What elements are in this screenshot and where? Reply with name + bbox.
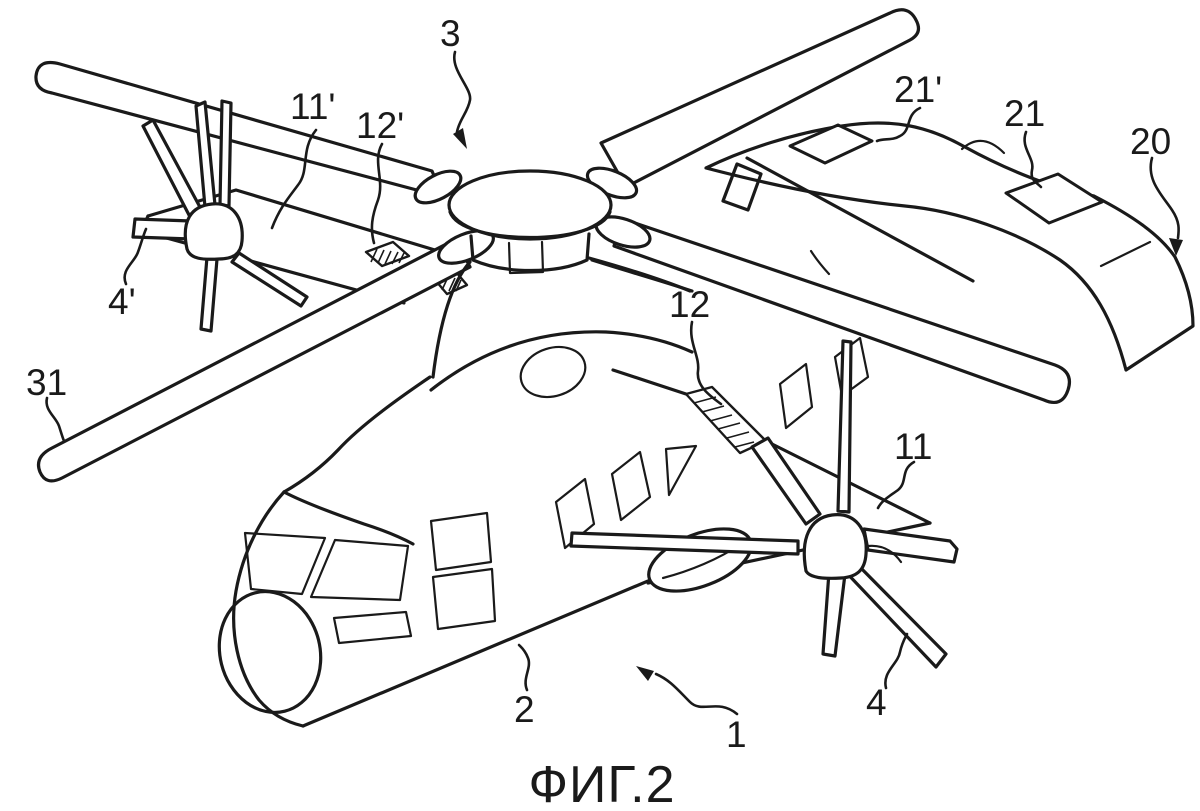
rotor-disk-rim xyxy=(448,210,612,239)
left-propeller xyxy=(131,99,309,333)
leader-4-prime xyxy=(123,227,148,286)
arrowhead-3 xyxy=(453,128,467,149)
label-20: 20 xyxy=(1130,121,1171,162)
label-12: 12 xyxy=(669,284,710,325)
mast-detail xyxy=(507,240,545,275)
label-1: 1 xyxy=(726,714,747,755)
prop-blade xyxy=(218,99,233,208)
pylon-shoulder-line xyxy=(429,330,694,392)
right-wing-leading-edge-root xyxy=(611,368,688,396)
prop-blade xyxy=(131,217,193,241)
main-rotor-hub xyxy=(413,166,652,275)
arrowhead-1 xyxy=(636,666,654,681)
leader-1 xyxy=(654,672,739,716)
leader-11 xyxy=(876,460,916,510)
leader-2 xyxy=(517,643,531,692)
fuselage xyxy=(217,256,698,728)
reference-numerals: 3 11' 12' 21' 21 20 4' 31 12 11 2 4 1 xyxy=(26,13,1171,755)
rotor-mast-drum xyxy=(469,232,591,273)
right-wing-hatched-zone xyxy=(684,385,768,455)
rotor-blade-rear-right xyxy=(599,8,921,189)
leader-21 xyxy=(1023,130,1043,189)
leader-12-prime xyxy=(370,142,384,245)
label-4: 4 xyxy=(866,682,887,723)
rear-fuselage-crease xyxy=(809,249,831,276)
windshield-pane xyxy=(243,531,327,596)
prop-blade xyxy=(836,339,853,514)
rotor-blade-front-right xyxy=(612,217,1072,404)
left-spinner xyxy=(183,202,244,261)
leader-3 xyxy=(452,50,472,134)
tail-band xyxy=(704,121,1195,372)
label-11-prime: 11' xyxy=(290,86,335,127)
belly-line xyxy=(301,579,650,728)
windshield-top-frame xyxy=(282,490,415,546)
label-2: 2 xyxy=(514,689,535,730)
windshield-pane xyxy=(309,538,410,602)
cabin-window-partial xyxy=(664,444,698,497)
pylon-right-edge xyxy=(587,256,692,293)
cabin-window xyxy=(778,362,814,430)
right-propeller xyxy=(569,339,959,669)
pylon-intake-oval xyxy=(519,345,587,399)
door-window-upper xyxy=(429,511,493,572)
label-12-prime: 12' xyxy=(356,105,404,146)
engine-nacelle xyxy=(647,527,753,593)
tailboom-top-edge xyxy=(745,156,975,283)
leader-lines xyxy=(45,50,1183,716)
nose-outline xyxy=(232,490,305,728)
tail-panel-line xyxy=(1099,240,1152,268)
cabin-roof-front xyxy=(282,375,432,494)
prop-blade xyxy=(141,118,203,217)
tail-left-flap xyxy=(788,123,874,165)
right-spinner xyxy=(802,513,868,580)
prop-blade xyxy=(569,531,800,556)
leader-12 xyxy=(689,320,723,406)
arrowhead-20 xyxy=(1169,238,1183,256)
figure-caption: ФИГ.2 xyxy=(528,756,675,811)
prop-blade-cuff xyxy=(866,544,903,564)
label-4-prime: 4' xyxy=(108,281,136,322)
label-11: 11 xyxy=(894,426,932,467)
leader-21-prime xyxy=(875,106,922,143)
rotor-blade-front-left xyxy=(36,237,472,483)
door-window-lower xyxy=(431,567,497,631)
blade-cuff xyxy=(413,169,463,205)
label-21-prime: 21' xyxy=(894,69,942,110)
tail-right-flap xyxy=(1004,172,1104,225)
prop-blade xyxy=(230,251,309,308)
leader-11-prime xyxy=(270,128,318,230)
lower-nose-window xyxy=(332,610,413,645)
pylon-left-edge xyxy=(431,260,472,379)
tail-bump-fairing xyxy=(960,139,1006,155)
label-21: 21 xyxy=(1004,93,1045,134)
cabin-window xyxy=(554,477,596,550)
left-wing-hatched-zone xyxy=(364,240,411,268)
rotor-blade-rear-left xyxy=(34,60,445,199)
left-wing-leading-edge xyxy=(146,188,470,262)
nose-front-oval xyxy=(217,589,323,715)
label-31: 31 xyxy=(26,362,67,403)
prop-blade xyxy=(199,255,219,333)
leader-20 xyxy=(1149,156,1180,240)
cabin-window xyxy=(610,450,652,522)
leader-4 xyxy=(884,632,909,690)
leader-31 xyxy=(45,396,66,443)
tail-surface xyxy=(704,121,1195,372)
prop-blade xyxy=(750,436,822,526)
prop-blade xyxy=(821,570,847,658)
label-3: 3 xyxy=(440,13,461,54)
tail-root-window xyxy=(721,162,763,212)
